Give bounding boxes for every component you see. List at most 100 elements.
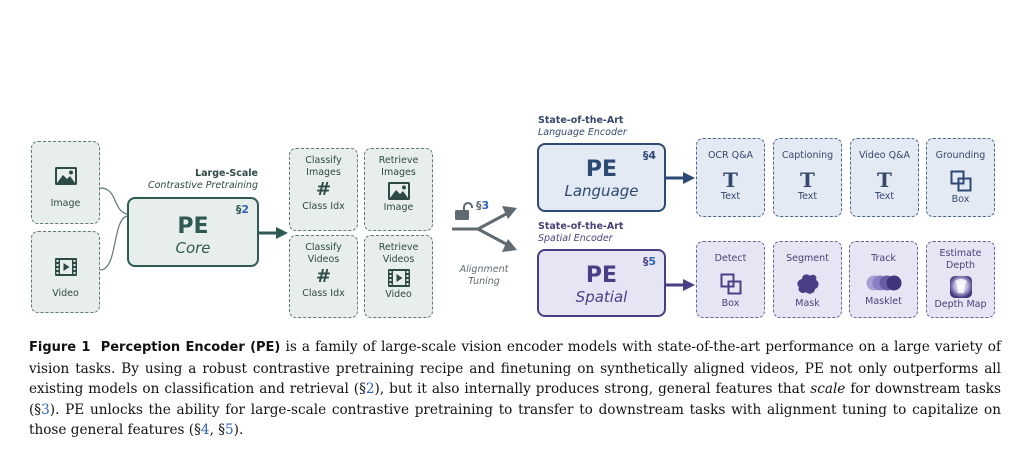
alignment-section-ref: §3 — [476, 199, 490, 212]
task-output: Text — [720, 191, 741, 202]
task-track: Track Masklet — [849, 241, 918, 318]
task-title: Track — [871, 253, 896, 264]
section-link[interactable]: 4 — [200, 422, 210, 438]
section-ref: §5 — [642, 255, 656, 268]
connectors — [99, 172, 695, 291]
caption-text: , § — [209, 422, 226, 438]
spatial-heading: State-of-the-Art Spatial Encoder — [538, 221, 623, 245]
caption-text: is a family of large-scale vision encode… — [29, 339, 1001, 397]
text-icon: T — [800, 168, 815, 192]
section-link[interactable]: 3 — [41, 401, 50, 418]
task-captioning: Captioning T Text — [773, 138, 842, 217]
task-output: Class Idx — [302, 288, 345, 299]
caption-title: Perception Encoder (PE) — [100, 340, 281, 355]
alignment-label-line: Alignment — [459, 264, 509, 275]
task-title: Video Q&A — [858, 150, 911, 161]
pe-title: PE — [585, 263, 618, 288]
task-title: Retrieve Videos — [378, 242, 419, 265]
task-title: Classify Images — [305, 155, 342, 178]
task-title: Estimate Depth — [939, 248, 982, 271]
task-output: Masklet — [865, 296, 902, 307]
language-heading-bold: State-of-the-Art — [538, 115, 624, 126]
spatial-output-arrow — [666, 279, 695, 291]
image-icon — [55, 167, 77, 185]
task-classify-videos: Classify Videos # Class Idx — [289, 235, 358, 318]
text-icon: T — [877, 168, 892, 192]
task-output: Depth Map — [934, 299, 987, 310]
depth-map-icon — [949, 276, 972, 298]
image-to-core-connector — [99, 187, 128, 215]
figure-label: Figure 1 — [29, 340, 91, 355]
language-heading: State-of-the-Art Language Encoder — [538, 115, 627, 139]
pe-title: PE — [177, 214, 209, 239]
task-output: Box — [951, 194, 970, 205]
task-retrieve-videos: Retrieve Videos Video — [364, 235, 433, 318]
section-ref: §4 — [642, 149, 656, 162]
section-link[interactable]: 2 — [365, 381, 375, 397]
core-output-arrow — [259, 227, 288, 239]
alignment-label-line: Tuning — [468, 276, 500, 287]
task-title: Segment — [786, 253, 829, 264]
video-to-core-connector — [99, 215, 128, 271]
masklet-icon — [866, 275, 901, 291]
task-ocr-qa: OCR Q&A T Text — [696, 138, 765, 217]
spatial-heading-italic: Spatial Encoder — [538, 233, 613, 244]
task-output: Class Idx — [302, 201, 345, 212]
alignment-fork-arrow — [452, 206, 517, 252]
pe-subtitle: Spatial — [575, 288, 628, 306]
text-icon: T — [723, 168, 738, 192]
input-label: Video — [52, 288, 79, 299]
caption-emphasis: scale — [810, 381, 846, 397]
task-output: Text — [797, 191, 818, 202]
box-icon — [950, 170, 971, 192]
task-output: Mask — [795, 298, 820, 309]
task-segment: Segment Mask — [773, 241, 842, 318]
section-ref: §2 — [235, 203, 249, 216]
video-icon — [387, 269, 410, 287]
hash-icon: # — [315, 266, 332, 287]
spatial-heading-bold: State-of-the-Art — [538, 221, 624, 232]
task-retrieve-images: Retrieve Images Image — [364, 148, 433, 231]
pe-subtitle: Language — [564, 182, 639, 200]
mask-icon — [796, 274, 819, 294]
task-grounding: Grounding Box — [926, 138, 995, 217]
caption-text: ), but it also internally produces stron… — [374, 381, 811, 397]
pe-core-box: §2 PE Core — [127, 197, 259, 267]
caption-text: for downstream tasks (§ — [29, 381, 1002, 418]
pe-spatial-box: §5 PE Spatial — [537, 249, 666, 317]
task-video-qa: Video Q&A T Text — [850, 138, 919, 217]
core-heading-bold: Large-Scale — [195, 168, 258, 179]
language-heading-italic: Language Encoder — [538, 127, 627, 138]
pe-subtitle: Core — [175, 239, 211, 257]
alignment-tuning-label: Alignment Tuning — [450, 264, 518, 288]
core-heading: Large-Scale Contrastive Pretraining — [130, 168, 258, 192]
task-estimate-depth: Estimate Depth Depth Map — [926, 241, 995, 318]
task-output: Box — [721, 298, 740, 309]
task-output: Text — [874, 191, 895, 202]
pe-language-box: §4 PE Language — [537, 143, 666, 212]
core-heading-italic: Contrastive Pretraining — [147, 180, 258, 191]
unlock-icon — [455, 202, 473, 220]
pe-title: PE — [585, 157, 618, 182]
video-icon — [55, 258, 77, 276]
task-detect: Detect Box — [696, 241, 765, 318]
task-title: Captioning — [781, 150, 834, 161]
task-title: Grounding — [935, 150, 986, 161]
input-image-box: Image — [31, 141, 100, 224]
language-output-arrow — [666, 172, 695, 184]
task-title: Retrieve Images — [378, 155, 419, 178]
task-title: Detect — [714, 253, 747, 264]
box-icon — [720, 273, 741, 295]
input-video-box: Video — [31, 231, 100, 313]
caption-text: ). PE unlocks the ability for large-scal… — [29, 401, 1001, 439]
task-title: Classify Videos — [305, 242, 342, 265]
input-label: Image — [50, 198, 81, 209]
caption-text: ). — [233, 422, 244, 438]
image-icon — [387, 182, 410, 200]
task-title: OCR Q&A — [707, 150, 754, 161]
task-output: Image — [383, 202, 414, 213]
task-output: Video — [385, 289, 412, 300]
figure-caption: Figure 1 Perception Encoder (PE) is a fa… — [29, 337, 1001, 441]
hash-icon: # — [315, 179, 332, 200]
section-link[interactable]: 5 — [225, 422, 234, 438]
